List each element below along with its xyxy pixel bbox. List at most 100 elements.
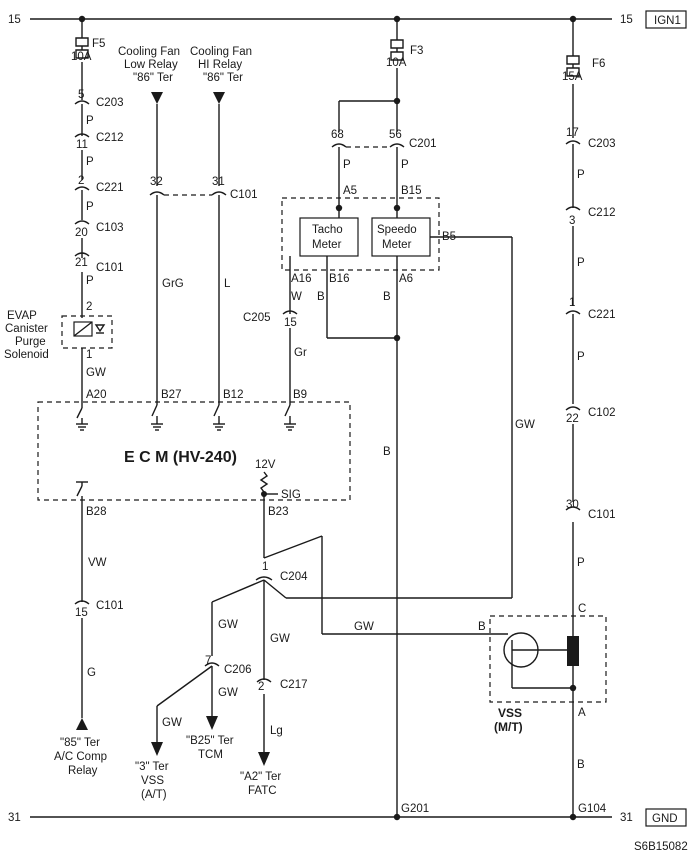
wire-label-p: P [577,557,585,569]
ign1-label: IGN1 [654,15,681,27]
fuse-f3-name: F3 [410,45,423,57]
tacho-pin-bottom2: B16 [329,273,349,285]
c102-pin: 22 [566,413,579,425]
gnd-rail: 31 31 GND G201 G104 [8,803,687,827]
c217-pin: 2 [258,681,264,693]
vss-mt-pin-c: C [578,603,586,615]
ecm-sig: SIG [281,489,301,501]
evap-label-1: EVAP [7,310,37,322]
speedo-pin-bottom: A6 [399,273,413,285]
ecm-b28-switch [76,481,88,500]
c206-pin: 7 [205,655,211,667]
vss-at-label-2: VSS [141,775,164,787]
wire-label-p: P [401,159,409,171]
c203-l-name: C203 [96,97,124,109]
right-branch: F6 15A 17 C203 P 3 C212 P 1 C221 P 22 C1… [478,19,616,817]
tcm-arrow [206,716,218,730]
ecm-pin-b12: B12 [223,389,243,401]
fan-hi-label-1: Cooling Fan [190,46,252,58]
ecm-box [37,401,351,501]
rail-top-right-num: 15 [620,14,633,26]
gnd-box [645,808,687,827]
fatc-label-1: "A2" Ter [240,771,281,783]
c101-fan-name: C101 [230,189,258,201]
diagram-id: S6B15082 [634,841,688,853]
ecm-title: E C M (HV-240) [124,449,237,466]
c203-l-pin: 5 [78,89,84,101]
vss-at-label-1: "3" Ter [135,761,169,773]
ecm-pin-a20: A20 [86,389,106,401]
fuse-f6-name: F6 [592,58,605,70]
rail-bottom-left-num: 31 [8,812,21,824]
c101-b-name: C101 [96,600,124,612]
fan-low-label-3: "86" Ter [133,72,173,84]
vss-mt-pin-a: A [578,707,586,719]
fan-hi-arrow [213,92,225,104]
instrument-cluster [281,197,440,271]
speedo-label-2: Meter [382,239,412,251]
tacho-pin-bottom: A16 [291,273,311,285]
ecm-b12-switch [213,404,225,431]
speedo-meter [371,217,431,257]
wire-label-gw: GW [270,633,290,645]
ecm-12v: 12V [255,459,276,471]
c101-fan-pin-a: 32 [150,176,163,188]
ac-comp-arrow [76,718,88,730]
ground-g104: G104 [578,803,607,815]
wire-label-p: P [577,169,585,181]
fan-low-label-1: Cooling Fan [118,46,180,58]
c101-l-name: C101 [96,262,124,274]
c203-r-name: C203 [588,138,616,150]
left-branch: F5 10A 5 C203 P 11 C212 P 2 C221 P 20 C1… [4,19,124,405]
c103-name: C103 [96,222,124,234]
ecm-b9-switch [284,404,296,431]
wire-label-gw: GW [354,621,374,633]
ign1-rail: 15 15 IGN1 [8,10,687,29]
fatc-arrow [258,752,270,766]
wire-label-gw: GW [218,687,238,699]
wire-label-gw: GW [162,717,182,729]
tcm-label-1: "B25" Ter [186,735,234,747]
evap-solenoid-box [61,315,113,349]
wire-label-lg: Lg [270,725,283,737]
vss-mt-box [489,615,607,703]
wire-label-grg: GrG [162,278,184,290]
c212-l-pin: 11 [76,139,88,151]
wire-label-gw: GW [218,619,238,631]
c205-name: C205 [243,312,271,324]
wire-label-p: P [86,156,94,168]
wire-label-vw: VW [88,557,107,569]
c221-l-pin: 2 [78,175,84,187]
c212-r-name: C212 [588,207,616,219]
ecm-pin-b28: B28 [86,506,106,518]
vss-at-arrow [151,742,163,756]
wire-label-gr: Gr [294,347,307,359]
speedo-label-1: Speedo [377,224,417,236]
vss-mt-label-2: (M/T) [494,720,523,734]
c221-r-pin: 1 [569,297,575,309]
rail-top-left-num: 15 [8,14,21,26]
c212-l-name: C212 [96,132,124,144]
ac-comp-label-3: Relay [68,765,98,777]
c101-b-pin: 15 [75,607,88,619]
wire-label-b: B [317,291,325,303]
evap-label-4: Solenoid [4,349,49,361]
ecm-pin-b23: B23 [268,506,288,518]
c217-name: C217 [280,679,308,691]
evap-pin-bottom: 1 [86,349,92,361]
wire-label-b: B [383,291,391,303]
wire-label-gw: GW [515,419,535,431]
c201-pin-a: 68 [331,129,344,141]
vss-at-label-3: (A/T) [141,789,167,801]
ground-g201: G201 [401,803,429,815]
wire-label-g: G [87,667,96,679]
fan-hi-label-2: HI Relay [198,59,242,71]
fuse-f5-name: F5 [92,38,105,50]
fuse-f6-rating: 15A [562,71,583,83]
ecm-module: E C M (HV-240) B2 [37,401,351,558]
wire-label-b: B [383,446,391,458]
c204-pin: 1 [262,561,268,573]
c102-name: C102 [588,407,616,419]
fan-relays: Cooling Fan Low Relay "86" Ter Cooling F… [118,46,258,405]
